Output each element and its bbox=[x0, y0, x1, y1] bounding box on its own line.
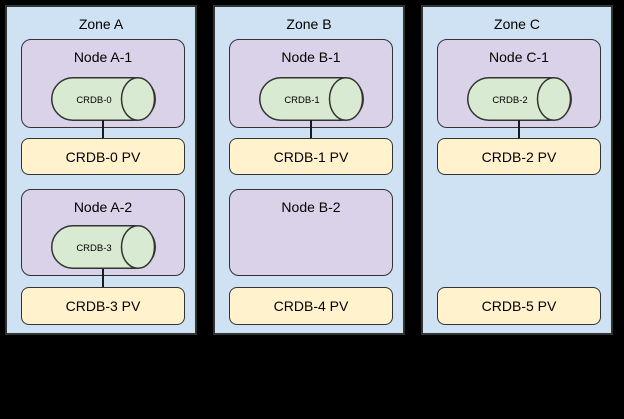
pv-box-crdb-5: CRDB-5 PV bbox=[437, 287, 601, 325]
crdb-1-pod-cylinder-icon: CRDB-1 bbox=[259, 77, 364, 121]
pv-box-crdb-4: CRDB-4 PV bbox=[229, 287, 393, 325]
pv-connector-line bbox=[102, 120, 104, 138]
pod-label: CRDB-3 bbox=[76, 243, 111, 254]
node-b1-title: Node B-1 bbox=[281, 49, 341, 65]
node-b2-box: Node B-2 bbox=[229, 189, 393, 276]
pv-connector-line bbox=[102, 269, 104, 287]
zone-a-box: Zone A Node A-1 CRDB-0 CRDB-0 PV Node A-… bbox=[5, 5, 197, 335]
node-a1-title: Node A-1 bbox=[73, 49, 133, 65]
zone-c-title: Zone C bbox=[494, 16, 540, 32]
pv-box-crdb-1: CRDB-1 PV bbox=[229, 138, 393, 175]
pv-connector-line bbox=[518, 120, 520, 138]
pod-label: CRDB-1 bbox=[284, 95, 319, 106]
node-b1-box: Node B-1 CRDB-1 bbox=[229, 39, 393, 128]
node-b2-title: Node B-2 bbox=[281, 199, 341, 215]
crdb-2-pod-cylinder-icon: CRDB-2 bbox=[467, 77, 572, 121]
pv-connector-line bbox=[310, 120, 312, 138]
pv-box-crdb-0: CRDB-0 PV bbox=[21, 138, 185, 175]
crdb-0-pod-cylinder-icon: CRDB-0 bbox=[51, 77, 156, 121]
zone-a-title: Zone A bbox=[78, 16, 124, 32]
node-a2-box: Node A-2 CRDB-3 bbox=[21, 189, 185, 276]
node-a2-title: Node A-2 bbox=[73, 199, 133, 215]
node-a1-box: Node A-1 CRDB-0 bbox=[21, 39, 185, 128]
pv-box-crdb-3: CRDB-3 PV bbox=[21, 287, 185, 325]
node-c1-box: Node C-1 CRDB-2 bbox=[437, 39, 601, 128]
crdb-3-pod-cylinder-icon: CRDB-3 bbox=[51, 225, 156, 269]
zone-b-title: Zone B bbox=[286, 16, 332, 32]
zone-c-box: Zone C Node C-1 CRDB-2 CRDB-2 PV CRDB-5 … bbox=[421, 5, 613, 335]
pv-box-crdb-2: CRDB-2 PV bbox=[437, 138, 601, 175]
pod-label: CRDB-2 bbox=[492, 95, 527, 106]
zone-b-box: Zone B Node B-1 CRDB-1 CRDB-1 PV Node B-… bbox=[213, 5, 405, 335]
pod-label: CRDB-0 bbox=[76, 95, 111, 106]
node-c1-title: Node C-1 bbox=[489, 49, 549, 65]
